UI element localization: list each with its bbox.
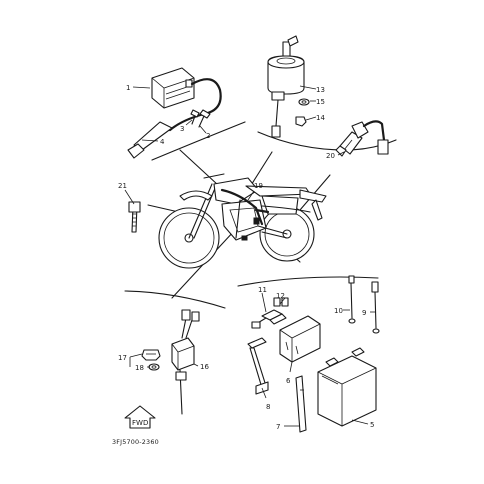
diagram-code: 3FJ5700-2360 bbox=[112, 438, 159, 446]
leader-16 bbox=[193, 363, 199, 367]
section-divider-bottom-right bbox=[237, 276, 379, 287]
bolt-part-2 bbox=[198, 109, 211, 128]
callout-16: 16 bbox=[200, 363, 209, 371]
section-leader-1 bbox=[179, 149, 219, 186]
neutral-switch-part-20 bbox=[335, 120, 389, 157]
callout-8: 8 bbox=[266, 403, 270, 411]
bolt-part-3 bbox=[190, 109, 200, 125]
motorcycle-overview bbox=[158, 173, 327, 269]
washer-part-15 bbox=[298, 98, 310, 106]
washer-part-18 bbox=[148, 363, 160, 371]
section-leader-3 bbox=[299, 174, 331, 211]
callout-13: 13 bbox=[316, 86, 325, 94]
leader-1 bbox=[132, 86, 151, 89]
leader-3 bbox=[185, 119, 193, 126]
callout-3: 3 bbox=[180, 125, 184, 133]
section-divider-top-left bbox=[151, 121, 246, 161]
front-mark-text: FWD bbox=[132, 419, 148, 427]
leader-11 bbox=[261, 292, 267, 313]
callout-12: 12 bbox=[276, 292, 285, 300]
leader-2 bbox=[199, 125, 207, 134]
callout-5: 5 bbox=[370, 421, 374, 429]
battery-part-5 bbox=[317, 347, 377, 427]
callout-10: 10 bbox=[334, 307, 343, 315]
leader-12 bbox=[279, 297, 286, 305]
leader-17 bbox=[129, 353, 143, 367]
leader-6 bbox=[289, 361, 293, 373]
ignition-coil-part-1 bbox=[127, 67, 222, 159]
bolt-part-14 bbox=[295, 116, 307, 127]
leader-20 bbox=[337, 151, 345, 156]
leader-21 bbox=[124, 189, 135, 205]
callout-20: 20 bbox=[326, 152, 335, 160]
callout-19: 19 bbox=[254, 182, 263, 190]
clamp-part-21 bbox=[128, 201, 141, 233]
rectifier-part-16 bbox=[171, 309, 200, 415]
section-divider-bottom-left bbox=[124, 290, 226, 309]
battery-lead-part-10 bbox=[348, 275, 356, 324]
callout-2: 2 bbox=[206, 132, 210, 140]
leader-4 bbox=[141, 139, 159, 142]
leader-5 bbox=[351, 419, 369, 425]
callout-9: 9 bbox=[362, 309, 366, 317]
callout-17: 17 bbox=[118, 354, 127, 362]
leader-13 bbox=[299, 85, 317, 90]
leader-8 bbox=[261, 387, 267, 399]
callout-1: 1 bbox=[126, 84, 130, 92]
callout-7: 7 bbox=[276, 423, 280, 431]
battery-band-part-8 bbox=[247, 337, 269, 395]
callout-18: 18 bbox=[135, 364, 144, 372]
callout-15: 15 bbox=[316, 98, 325, 106]
callout-6: 6 bbox=[286, 377, 291, 385]
battery-bracket-part-6 bbox=[279, 315, 321, 363]
main-switch-part-13 bbox=[267, 35, 305, 138]
bolt-part-17 bbox=[141, 349, 161, 361]
front-direction-mark: FWD bbox=[124, 405, 156, 429]
callout-21: 21 bbox=[118, 182, 127, 190]
leader-19 bbox=[247, 190, 255, 201]
strap-part-7 bbox=[295, 375, 307, 433]
fuse-part-11 bbox=[251, 309, 287, 329]
callout-4: 4 bbox=[160, 138, 165, 146]
callout-11: 11 bbox=[258, 286, 267, 294]
battery-lead-part-9 bbox=[371, 281, 380, 334]
leader-14 bbox=[305, 116, 317, 121]
callout-14: 14 bbox=[316, 114, 325, 122]
